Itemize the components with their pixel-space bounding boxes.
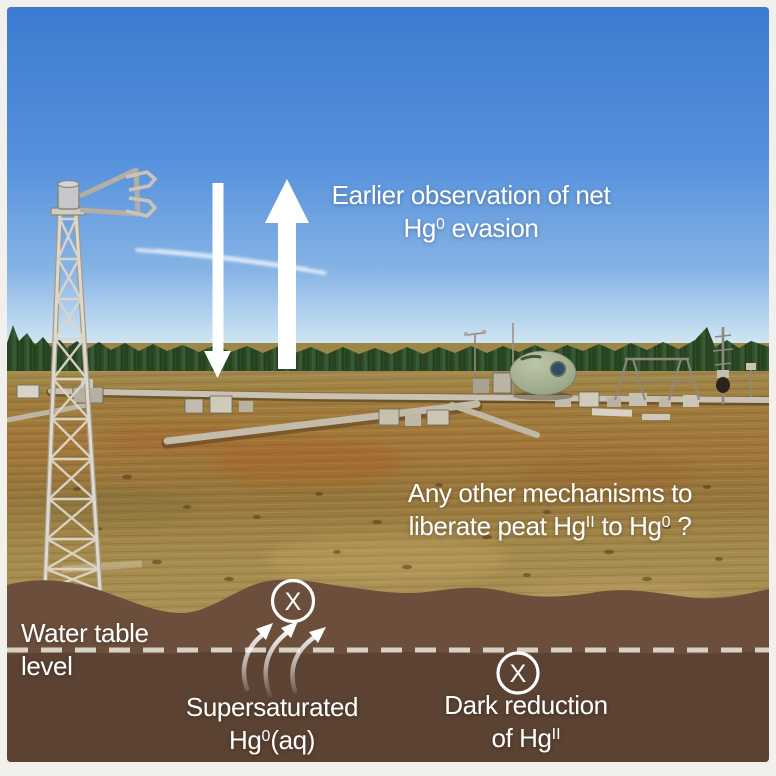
supersaturated-line2: Hg0(aq): [229, 725, 315, 755]
superscript: II: [585, 514, 595, 531]
below-water-table-layer: [7, 651, 769, 762]
supersaturated-label: Supersaturated Hg0(aq): [185, 691, 359, 761]
supersaturated-line1: Supersaturated: [185, 692, 359, 722]
water-table-label: Water table level: [21, 617, 149, 683]
mechanisms-line2: liberate peat HgII to Hg0 ?: [408, 511, 692, 541]
crossed-circle-icon: X: [270, 578, 316, 624]
up-arrow-icon: [265, 179, 309, 369]
blocked-marker-label: X: [510, 660, 527, 688]
scene-illustration: X X: [7, 7, 769, 762]
tussocks: [73, 474, 723, 582]
sonic-anemometer-icon: [78, 167, 157, 218]
dark-reduction-line1: Dark reduction: [444, 690, 608, 720]
evasion-line1: Earlier observation of net: [331, 180, 611, 210]
evasion-line2: Hg0 evasion: [403, 213, 539, 243]
flux-tower-icon: [42, 167, 157, 593]
crossed-circle-icon: X: [496, 651, 540, 695]
curved-arrows-icon: [241, 621, 326, 699]
superscript: II: [551, 726, 561, 743]
forest-treeline: [7, 325, 769, 379]
mechanisms-line1: Any other mechanisms to: [407, 478, 693, 508]
flux-arrows: [204, 179, 309, 378]
superscript: 0: [261, 728, 271, 745]
superscript: 0: [435, 216, 445, 233]
soil-layer: [7, 579, 769, 762]
water-table-line1: Water table: [21, 618, 149, 648]
blocked-marker-label: X: [285, 588, 302, 616]
dome-porthole: [550, 361, 566, 377]
down-arrow-icon: [204, 183, 231, 378]
dome-shelter: [509, 350, 577, 401]
superscript: 0: [661, 514, 671, 531]
evasion-label: Earlier observation of net Hg0 evasion: [332, 179, 611, 249]
dark-reduction-label: Dark reduction of HgII: [444, 689, 608, 759]
graphical-abstract: X X Earlier observation of net Hg0 evasi…: [7, 7, 769, 762]
contrail: [135, 248, 327, 275]
gantry-frame: [614, 357, 700, 401]
dark-reduction-line2: of HgII: [491, 723, 561, 753]
mechanisms-label: Any other mechanisms to liberate peat Hg…: [407, 477, 693, 547]
water-table-line2: level: [21, 651, 73, 681]
